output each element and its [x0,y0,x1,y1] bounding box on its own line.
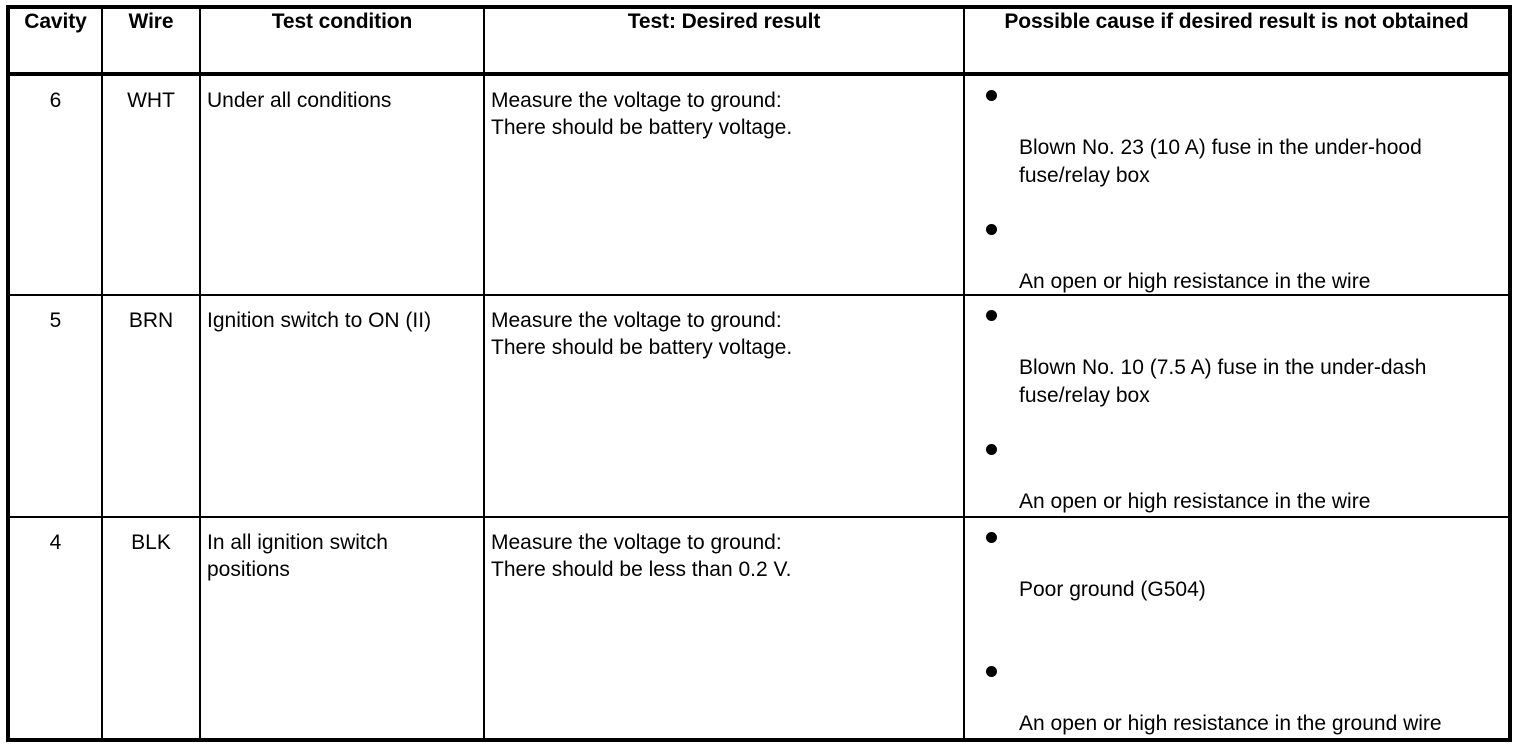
condition-line: In all ignition switch [207,530,388,554]
column-header-cavity: Cavity [7,7,103,76]
cause-list: Blown No. 10 (7.5 A) fuse in the under-d… [965,296,1508,515]
test-line: Measure the voltage to ground: [491,309,782,333]
cell-possible-cause: Poor ground (G504) An open or high resis… [963,515,1511,740]
cell-test-condition: Ignition switch to ON (II) [199,294,485,517]
cell-cavity: 4 [7,515,103,740]
table-row: 4 BLK In all ignition switch positions M… [7,515,1511,740]
cell-cavity: 5 [7,294,103,517]
column-header-cause: Possible cause if desired result is not … [963,7,1511,76]
bullet-icon [986,665,997,677]
condition-line: Ignition switch to ON (II) [207,309,432,333]
test-line: Measure the voltage to ground: [491,89,782,112]
cell-wire: BRN [101,294,201,517]
condition-line: Under all conditions [207,89,392,112]
table-row: 5 BRN Ignition switch to ON (II) Measure… [7,294,1511,517]
cell-wire: BLK [101,515,201,740]
cell-test-condition: Under all conditions [199,74,485,296]
bullet-icon [986,310,997,322]
test-line: Measure the voltage to ground: [491,530,782,554]
table-body: 6 WHT Under all conditions Measure the v… [7,74,1511,740]
cause-text: An open or high resistance in the wire [1019,490,1371,514]
condition-line: positions [207,557,290,581]
cause-list: Blown No. 23 (10 A) fuse in the under-ho… [965,76,1508,294]
cell-test-condition: In all ignition switch positions [199,515,485,740]
column-header-condition: Test condition [199,7,485,76]
cell-possible-cause: Blown No. 10 (7.5 A) fuse in the under-d… [963,294,1511,517]
test-line: There should be less than 0.2 V. [491,557,792,581]
table-header: Cavity Wire Test condition Test: Desired… [7,7,1511,76]
cause-text: Blown No. 23 (10 A) fuse in the under-ho… [1019,136,1422,187]
header-row: Cavity Wire Test condition Test: Desired… [7,7,1511,76]
cause-text: Poor ground (G504) [1019,577,1206,601]
test-line: There should be battery voltage. [491,336,793,360]
bullet-icon [986,224,997,235]
bullet-icon [986,90,997,101]
cell-cavity: 6 [7,74,103,296]
bullet-icon [986,444,997,456]
cell-test-desired-result: Measure the voltage to ground: There sho… [483,74,965,296]
cause-text: Blown No. 10 (7.5 A) fuse in the under-d… [1019,356,1427,408]
table-row: 6 WHT Under all conditions Measure the v… [7,74,1511,296]
diagnostic-table: Cavity Wire Test condition Test: Desired… [6,5,1512,742]
cause-text: An open or high resistance in the ground… [1019,711,1442,735]
cause-list: Poor ground (G504) An open or high resis… [965,518,1508,738]
cell-test-desired-result: Measure the voltage to ground: There sho… [483,294,965,517]
cell-wire: WHT [101,74,201,296]
bullet-icon [986,531,997,543]
cell-possible-cause: Blown No. 23 (10 A) fuse in the under-ho… [963,74,1511,296]
test-line: There should be battery voltage. [491,116,793,139]
cell-test-desired-result: Measure the voltage to ground: There sho… [483,515,965,740]
column-header-test: Test: Desired result [483,7,965,76]
column-header-wire: Wire [101,7,201,76]
cause-text: An open or high resistance in the wire [1019,270,1371,293]
